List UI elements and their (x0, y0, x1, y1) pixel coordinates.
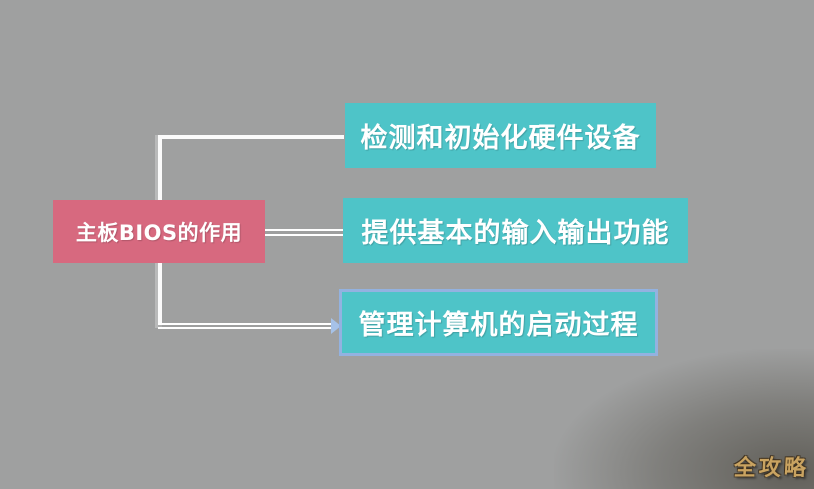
branch-node-label: 检测和初始化硬件设备 (360, 123, 641, 154)
branch-node-boot-process: 管理计算机的启动过程 (339, 289, 658, 356)
watermark: 全攻略 (733, 456, 810, 481)
branch-node-label: 管理计算机的启动过程 (358, 310, 639, 341)
branch-node-basic-io: 提供基本的输入输出功能 (343, 198, 688, 263)
root-node-bios-role: 主板BIOS的作用 (53, 200, 265, 263)
connector-middle-line (264, 229, 344, 236)
connector-arrowhead-icon (331, 318, 341, 334)
connector-top-line (158, 135, 344, 139)
connector-bottom-line (158, 323, 334, 329)
root-node-label: 主板BIOS的作用 (75, 220, 243, 245)
branch-node-detect-hardware: 检测和初始化硬件设备 (345, 103, 656, 168)
branch-node-label: 提供基本的输入输出功能 (361, 218, 670, 249)
